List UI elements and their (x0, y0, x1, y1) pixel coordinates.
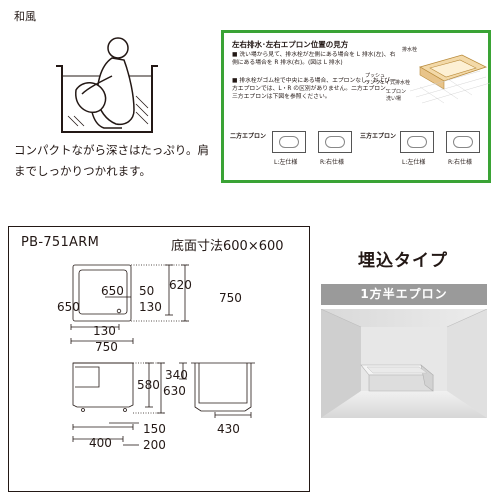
dim-plan-750-width: 750 (95, 340, 118, 354)
dim-section-400: 400 (89, 436, 112, 450)
dim-section-200: 200 (143, 438, 166, 452)
dim-plan-750-height: 750 (219, 291, 242, 305)
two-way-left-tub (272, 131, 306, 153)
dim-section-580: 580 (137, 378, 160, 392)
dim-plan-650-lower: 650 (57, 300, 80, 314)
label-push: プッシュ (365, 73, 386, 79)
three-way-left-caption: L:左仕様 (402, 159, 426, 166)
three-way-left-tub (400, 131, 434, 153)
dim-plan-620: 620 (169, 278, 192, 292)
dim-plan-130: 130 (139, 300, 162, 314)
two-way-right-caption: R:右仕様 (320, 159, 345, 166)
dim-section-340: 340 (165, 368, 188, 382)
dim-plan-50: 50 (139, 284, 155, 298)
info-note-2: ■ 排水栓がゴム栓で中央にある場合、エプロンなし、および一方エプロンでは、L・R… (232, 78, 396, 100)
dim-section-630: 630 (163, 384, 186, 398)
caption-text: コンパクトながら深さはたっぷり。肩までしっかりつかれます。 (14, 143, 210, 178)
dimension-drawing (70, 264, 255, 446)
tub-isometric-diagram (409, 54, 490, 104)
label-apron: エプロン (386, 89, 407, 95)
type-title: 埋込タイプ (358, 251, 448, 271)
apron-type-label: 1方半エプロン (321, 284, 487, 305)
technical-drawing-box: PB-751ARM 底面寸法600×600 (8, 226, 310, 492)
drain-position-info-panel: 左右排水･左右エプロン位置の見方 ■ 洗い場から見て、排水栓が左側にある場合を … (221, 30, 491, 183)
label-drain: 排水栓 (402, 47, 418, 53)
base-size: 底面寸法600×600 (171, 239, 284, 254)
three-way-right-caption: R:右仕様 (448, 159, 473, 166)
dim-section-150: 150 (143, 422, 166, 436)
label-one-way-drain: ワンウェイ式排水栓 (365, 80, 411, 86)
dim-plan-650-upper: 650 (101, 284, 124, 298)
info-note-1: ■ 洗い場から見て、排水栓が左側にある場合を L 排水(左)、右側にある場合を … (232, 52, 396, 66)
two-way-apron-label: 二方エプロン (230, 133, 267, 140)
dim-plan-130-bottom: 130 (93, 324, 116, 338)
three-way-apron-label: 三方エプロン (360, 133, 397, 140)
dim-section-430: 430 (217, 422, 240, 436)
label-washing-area: 洗い場 (386, 96, 402, 102)
two-way-right-tub (318, 131, 352, 153)
three-way-right-tub (446, 131, 480, 153)
section-title: 和風 (14, 10, 36, 23)
person-in-tub-illustration (56, 37, 158, 133)
model-name: PB-751ARM (21, 235, 100, 250)
info-panel-title: 左右排水･左右エプロン位置の見方 (232, 40, 349, 49)
two-way-left-caption: L:左仕様 (274, 159, 298, 166)
bathtub-installation-image (321, 309, 487, 418)
